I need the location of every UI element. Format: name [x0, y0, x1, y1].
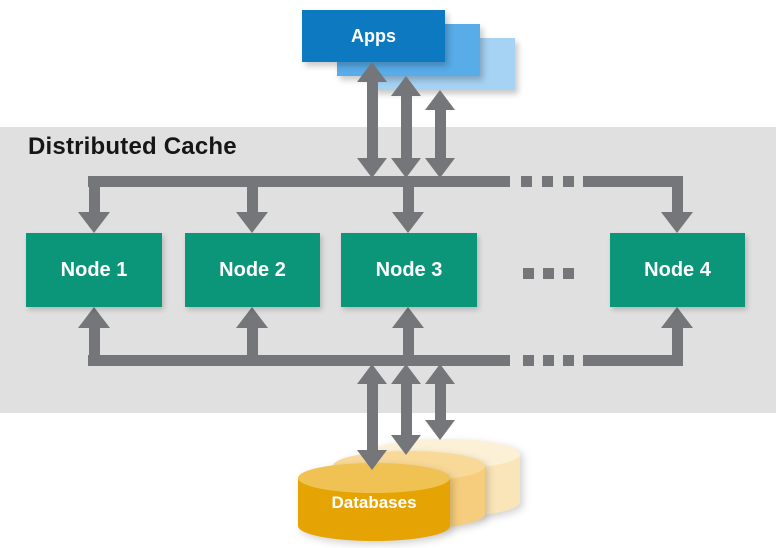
databases-label: Databases	[331, 493, 417, 512]
nodes-ellipsis-dot	[563, 268, 574, 279]
top-line-to-node-1-arrow	[78, 180, 110, 233]
cache-databases-arrow-2	[391, 364, 421, 455]
arrow-up-icon	[357, 364, 387, 384]
node-3-label: Node 3	[375, 258, 443, 281]
arrow-down-icon	[391, 158, 421, 178]
arrow-down-icon	[236, 212, 268, 233]
arrow-shaft	[671, 328, 683, 360]
bottom-line-to-node-1-arrow	[78, 307, 110, 360]
cache-top-line-dash	[563, 176, 574, 187]
arrow-down-icon	[391, 435, 421, 455]
node-2-label: Node 2	[219, 258, 286, 281]
cache-bottom-line-right	[583, 355, 683, 366]
nodes-ellipsis-dot	[543, 268, 554, 279]
arrow-up-icon	[391, 76, 421, 96]
arrow-up-icon	[661, 307, 693, 328]
arrow-shaft	[246, 180, 258, 212]
arrow-shaft	[366, 82, 378, 158]
top-line-to-node-2-arrow	[236, 180, 268, 233]
cache-bottom-line-dash	[523, 355, 534, 366]
bottom-line-to-node-4-arrow	[661, 307, 693, 360]
arrow-shaft	[366, 384, 378, 450]
nodes-ellipsis-dot	[523, 268, 534, 279]
cache-bottom-line-dash	[543, 355, 554, 366]
arrow-up-icon	[236, 307, 268, 328]
top-line-to-node-3-arrow	[392, 180, 424, 233]
apps-cache-arrow-1	[357, 62, 387, 178]
cache-top-line-dash	[521, 176, 532, 187]
arrow-shaft	[88, 180, 100, 212]
databases-box: Databases	[298, 463, 450, 541]
node-1: Node 1	[26, 233, 162, 307]
arrow-up-icon	[391, 364, 421, 384]
cache-top-line-left	[88, 176, 510, 187]
arrow-down-icon	[357, 450, 387, 470]
arrow-shaft	[88, 328, 100, 360]
node-2: Node 2	[185, 233, 320, 307]
distributed-cache-title: Distributed Cache	[28, 133, 237, 160]
cache-bottom-line-left	[88, 355, 510, 366]
cache-databases-arrow-3	[425, 364, 455, 440]
arrow-shaft	[402, 180, 414, 212]
arrow-up-icon	[357, 62, 387, 82]
arrow-shaft	[400, 384, 412, 435]
apps-cache-arrow-2	[391, 76, 421, 178]
cache-databases-arrow-1	[357, 364, 387, 470]
node-4-label: Node 4	[644, 258, 711, 281]
cache-bottom-line-dash	[563, 355, 574, 366]
bottom-line-to-node-2-arrow	[236, 307, 268, 360]
node-1-label: Node 1	[60, 258, 128, 281]
node-3: Node 3	[341, 233, 477, 307]
apps-label: Apps	[351, 25, 396, 46]
arrow-down-icon	[661, 212, 693, 233]
bottom-line-to-node-3-arrow	[392, 307, 424, 360]
arrow-shaft	[400, 96, 412, 158]
arrow-shaft	[402, 328, 414, 360]
arrow-down-icon	[78, 212, 110, 233]
node-4: Node 4	[610, 233, 745, 307]
cache-top-line-dash	[542, 176, 553, 187]
apps-cache-arrow-3	[425, 90, 455, 178]
cache-top-line-right	[583, 176, 683, 187]
arrow-down-icon	[425, 158, 455, 178]
arrow-up-icon	[425, 364, 455, 384]
arrow-down-icon	[425, 420, 455, 440]
top-line-to-node-4-arrow	[661, 180, 693, 233]
arrow-shaft	[434, 384, 446, 420]
arrow-shaft	[671, 180, 683, 212]
arrow-up-icon	[425, 90, 455, 110]
apps-box: Apps	[302, 10, 445, 62]
arrow-up-icon	[392, 307, 424, 328]
arrow-shaft	[434, 110, 446, 158]
arrow-down-icon	[357, 158, 387, 178]
arrow-shaft	[246, 328, 258, 360]
arrow-down-icon	[392, 212, 424, 233]
arrow-up-icon	[78, 307, 110, 328]
